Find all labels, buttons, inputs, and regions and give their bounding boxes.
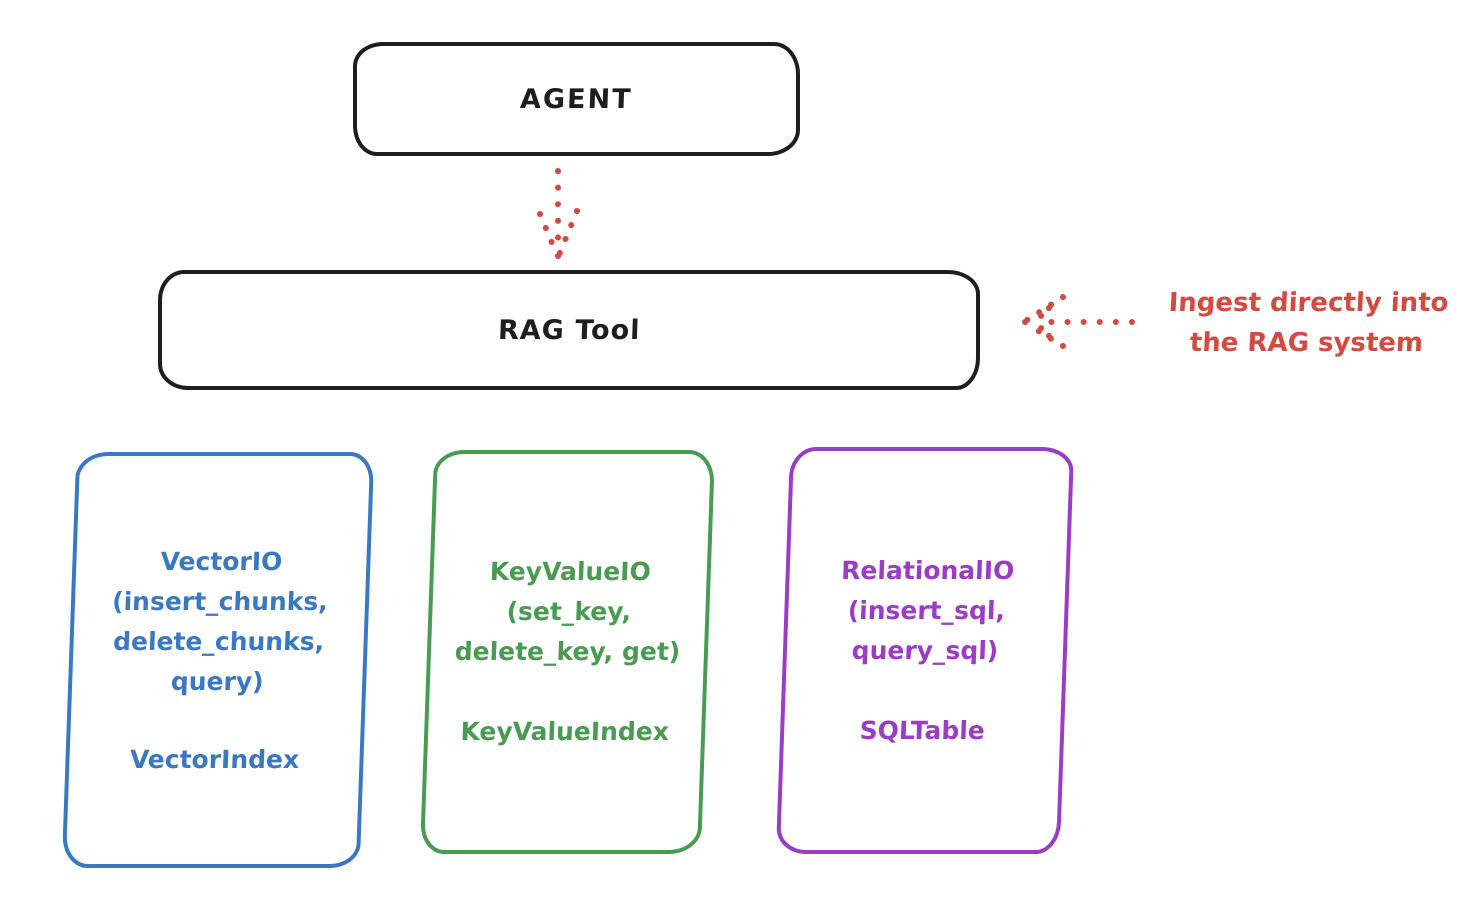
relational-io-method-line: query_sql) bbox=[851, 636, 999, 665]
agent-node-label: AGENT bbox=[519, 83, 634, 115]
ingest-annotation-line2: the RAG system bbox=[1189, 328, 1424, 358]
sql-table-label: SQLTable bbox=[859, 716, 986, 745]
keyvalue-io-title: KeyValueIO bbox=[489, 557, 652, 586]
ingest-annotation-line1: Ingest directly into bbox=[1167, 288, 1450, 318]
keyvalue-io-method-line: delete_key, get) bbox=[454, 637, 681, 666]
agent-to-rag-arrow bbox=[537, 168, 580, 259]
relational-io-method-line: (insert_sql, bbox=[847, 596, 1006, 625]
keyvalue-io-box: KeyValueIO (set_key, delete_key, get) Ke… bbox=[419, 450, 716, 854]
relational-io-box: RelationalIO (insert_sql, query_sql) SQL… bbox=[775, 447, 1075, 854]
rag-tool-node: RAG Tool bbox=[158, 270, 980, 390]
vector-io-text: VectorIO (insert_chunks, delete_chunks, … bbox=[106, 542, 330, 780]
annotation-to-rag-arrow bbox=[1022, 294, 1135, 349]
keyvalue-io-method-line: (set_key, bbox=[506, 597, 632, 626]
keyvalue-index-label: KeyValueIndex bbox=[459, 717, 670, 746]
ingest-annotation: Ingest directly into the RAG system bbox=[1133, 283, 1482, 363]
vector-index-label: VectorIndex bbox=[129, 745, 300, 774]
agent-node: AGENT bbox=[353, 42, 800, 156]
vector-io-box: VectorIO (insert_chunks, delete_chunks, … bbox=[61, 452, 375, 868]
relational-io-text: RelationalIO (insert_sql, query_sql) SQL… bbox=[835, 551, 1015, 751]
vector-io-method-line: (insert_chunks, bbox=[111, 587, 329, 616]
rag-tool-node-label: RAG Tool bbox=[497, 314, 641, 346]
keyvalue-io-text: KeyValueIO (set_key, delete_key, get) Ke… bbox=[451, 552, 683, 752]
vector-io-method-line: delete_chunks, bbox=[112, 627, 325, 656]
vector-io-title: VectorIO bbox=[160, 547, 283, 576]
relational-io-title: RelationalIO bbox=[840, 556, 1015, 585]
vector-io-method-line: query) bbox=[170, 667, 265, 696]
